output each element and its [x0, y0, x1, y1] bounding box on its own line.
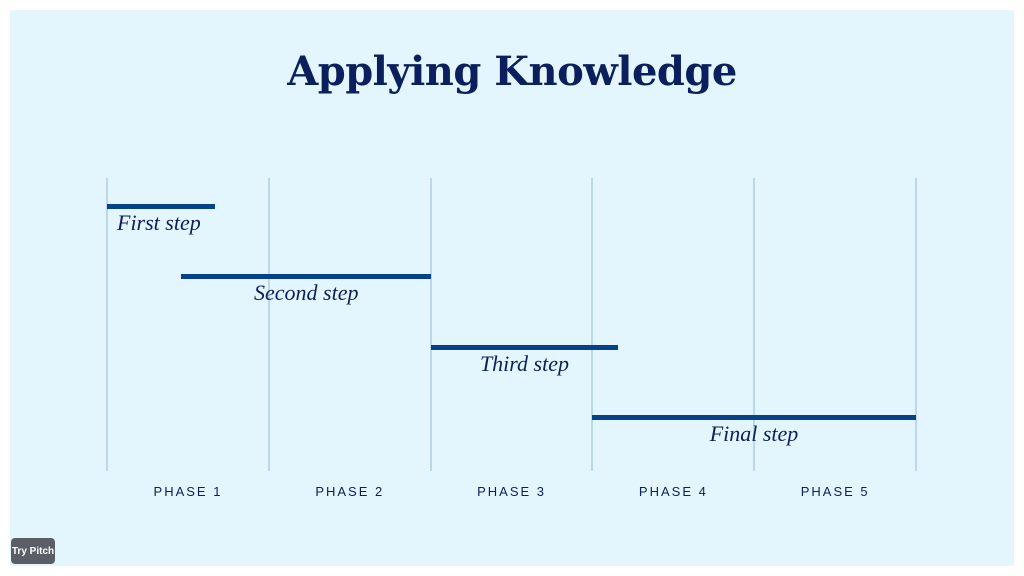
phase-label-3: PHASE 3: [477, 484, 547, 499]
step-label-1: First step: [117, 210, 201, 235]
slide-title: Applying Knowledge: [287, 48, 737, 95]
phase-divider: [106, 178, 108, 471]
step-label-2: Second step: [254, 280, 359, 305]
slide-background: [10, 10, 1014, 566]
phase-label-1: PHASE 1: [153, 484, 223, 499]
phase-divider: [429, 178, 432, 471]
step-bar-4: [592, 415, 916, 420]
phase-label-5: PHASE 5: [800, 484, 870, 499]
step-bar-3: [430, 345, 619, 350]
step-bar-2: [181, 274, 431, 279]
phase-label-4: PHASE 4: [638, 484, 708, 499]
phase-divider: [591, 178, 594, 471]
phase-divider: [267, 178, 270, 471]
try-pitch-button[interactable]: Try Pitch: [11, 538, 55, 564]
phase-divider: [753, 178, 756, 471]
step-bar-1: [107, 204, 216, 209]
phase-label-2: PHASE 2: [315, 484, 385, 499]
phase-divider: [915, 178, 917, 471]
step-label-3: Third step: [479, 351, 569, 376]
step-label-4: Final step: [709, 421, 799, 446]
